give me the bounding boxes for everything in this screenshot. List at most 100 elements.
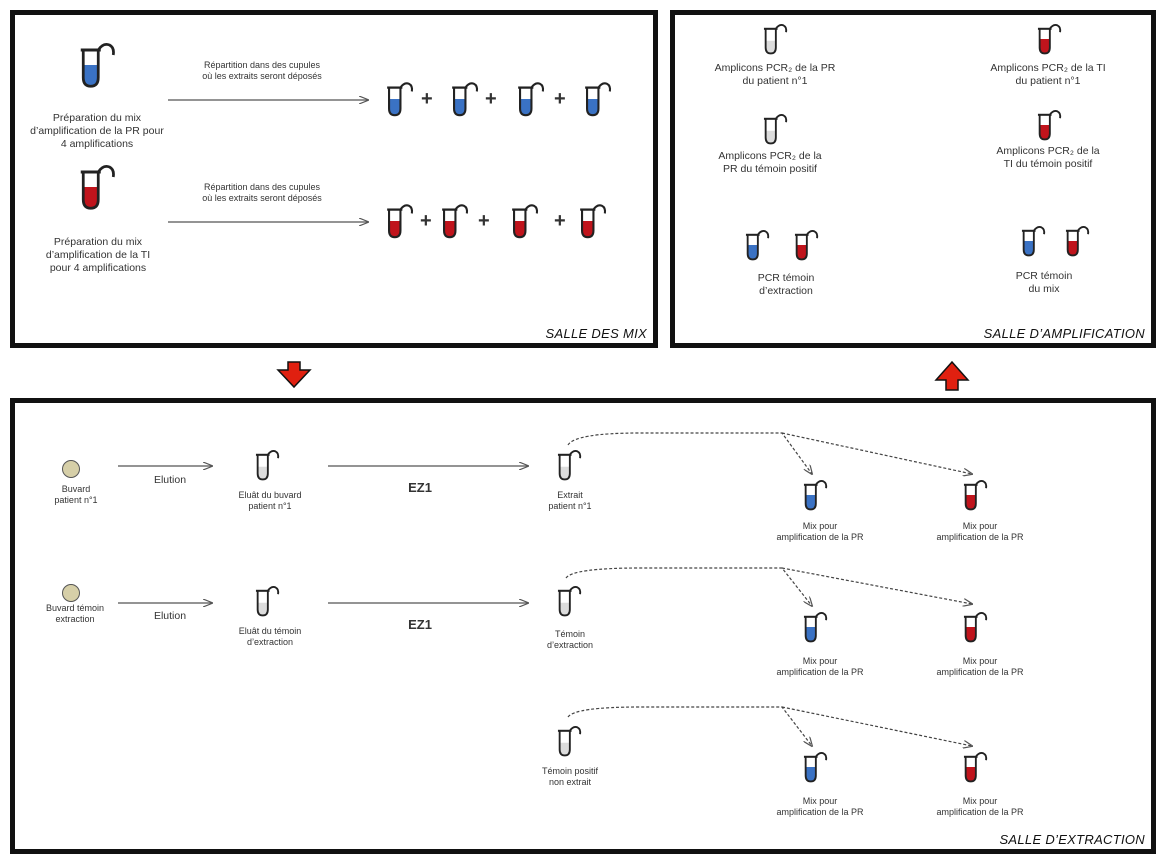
dash-arrow-patient-pr [567, 432, 812, 474]
tube-amp-pr-patient-icon [762, 22, 788, 56]
dash-arrow-temoin-pr [565, 567, 812, 606]
tube-amp-pr-temoin-icon [762, 112, 788, 146]
mix-pr-line2: amplification de la PR [776, 532, 864, 543]
pcr-extraction-line1: PCR témoin [757, 272, 815, 284]
ez1-label-temoin: EZ1 [408, 617, 432, 632]
tube-ti-cupule-icon [385, 202, 414, 240]
dash-arrow-positif-pr [567, 706, 812, 746]
mix-pr-line1: Mix pour [802, 796, 838, 806]
plus-sign: + [554, 210, 566, 232]
tube-pcr-mix-ti-icon [1064, 224, 1090, 258]
mix-pr-label: Mix pour amplification de la PR [915, 521, 1045, 544]
dash-arrow-patient-ti [781, 432, 972, 474]
tube-extrait-patient-icon [556, 448, 582, 482]
eluat-patient-line2: patient n°1 [248, 501, 292, 512]
pr-prep-line1: Préparation du mix [52, 112, 142, 124]
buvard-patient-line1: Buvard [61, 484, 91, 494]
ti-prep-line3: pour 4 amplifications [49, 262, 147, 275]
plus-sign: + [485, 88, 497, 110]
mix-pr-line2: amplification de la PR [776, 807, 864, 818]
tube-ti-cupule-icon [510, 202, 539, 240]
extraction-room-label: SALLE D’EXTRACTION [999, 832, 1145, 847]
mix-pr-line2: amplification de la PR [776, 667, 864, 678]
amplification-room: SALLE D’AMPLIFICATION [670, 10, 1156, 348]
red-down-arrow [276, 361, 312, 389]
repartition-pr-line2: où les extraits seront déposés [202, 71, 322, 82]
buvard-temoin-line2: extraction [55, 614, 95, 625]
buvard-patient-label: Buvard patient n°1 [36, 484, 116, 507]
repartition-label-pr: Répartition dans des cupules où les extr… [172, 60, 352, 83]
ti-prep-label: Préparation du mix d’amplification de la… [18, 236, 178, 275]
amplification-room-label: SALLE D’AMPLIFICATION [983, 326, 1145, 341]
mix-pr-line2: amplification de la PR [936, 667, 1024, 678]
tube-mix-pr-icon [802, 610, 828, 644]
pcr-mix-label: PCR témoin du mix [994, 270, 1094, 296]
mix-room: SALLE DES MIX [10, 10, 658, 348]
temoin-extraction-line2: d’extraction [546, 640, 594, 651]
buvard-patient-line2: patient n°1 [54, 495, 98, 506]
amp-ti-patient-line1: Amplicons PCR₂ de la TI [990, 62, 1106, 74]
pcr-extraction-line2: d’extraction [759, 285, 813, 298]
buvard-temoin-line1: Buvard témoin [45, 603, 105, 613]
mix-pr-line1: Mix pour [802, 521, 838, 531]
repartition-label-ti: Répartition dans des cupules où les extr… [172, 182, 352, 205]
tube-mix-pr-icon [802, 750, 828, 784]
pr-prep-label: Préparation du mix d’amplification de la… [12, 112, 182, 151]
tube-mix-ti-icon [962, 478, 988, 512]
mix-pr-label: Mix pour amplification de la PR [755, 656, 885, 679]
mix-pr-line2: amplification de la PR [936, 532, 1024, 543]
mix-pr-label: Mix pour amplification de la PR [915, 796, 1045, 819]
temoin-positif-line1: Témoin positif [541, 766, 599, 776]
amp-ti-patient-label: Amplicons PCR₂ de la TI du patient n°1 [968, 62, 1128, 88]
tube-ti-cupule-icon [440, 202, 469, 240]
amp-ti-temoin-label: Amplicons PCR₂ de la TI du témoin positi… [968, 145, 1128, 171]
tube-ti-cupule-icon [578, 202, 607, 240]
temoin-positif-line2: non extrait [548, 777, 592, 788]
amp-ti-patient-line2: du patient n°1 [1015, 75, 1081, 88]
repartition-pr-line1: Répartition dans des cupules [203, 60, 321, 70]
buvard-temoin-disc [62, 584, 80, 602]
mix-pr-label: Mix pour amplification de la PR [755, 521, 885, 544]
red-up-arrow [934, 360, 970, 391]
buvard-temoin-label: Buvard témoin extraction [30, 603, 120, 626]
elution-label-temoin: Elution [153, 610, 187, 622]
amp-pr-patient-label: Amplicons PCR₂ de la PR du patient n°1 [695, 62, 855, 88]
dash-arrow-positif-ti [781, 706, 972, 746]
tube-mix-ti-icon [962, 610, 988, 644]
mix-pr-line1: Mix pour [802, 656, 838, 666]
tube-pr-cupule-icon [583, 80, 612, 118]
mix-pr-label: Mix pour amplification de la PR [755, 796, 885, 819]
amp-ti-temoin-line1: Amplicons PCR₂ de la [996, 145, 1100, 157]
eluat-temoin-label: Eluât du témoin d’extraction [220, 626, 320, 649]
eluat-patient-label: Eluât du buvard patient n°1 [220, 490, 320, 513]
extrait-patient-line1: Extrait [557, 490, 583, 500]
tube-pr-cupule-icon [385, 80, 414, 118]
plus-sign: + [421, 88, 433, 110]
plus-sign: + [420, 210, 432, 232]
repartition-ti-line1: Répartition dans des cupules [203, 182, 321, 192]
amp-pr-temoin-line1: Amplicons PCR₂ de la [718, 150, 822, 162]
amp-ti-temoin-line2: TI du témoin positif [1003, 158, 1093, 171]
tube-mix-pr-icon [802, 478, 828, 512]
eluat-temoin-line1: Eluât du témoin [238, 626, 302, 636]
eluat-patient-line1: Eluât du buvard [238, 490, 302, 500]
dash-arrow-temoin-ti [781, 567, 972, 604]
tube-mix-ti-icon [962, 750, 988, 784]
tube-temoin-extraction-icon [556, 584, 582, 618]
mix-pr-line1: Mix pour [962, 656, 998, 666]
plus-sign: + [554, 88, 566, 110]
amp-pr-patient-line2: du patient n°1 [742, 75, 808, 88]
elution-label-patient: Elution [153, 474, 187, 486]
pcr-mix-line1: PCR témoin [1015, 270, 1073, 282]
extrait-patient-line2: patient n°1 [548, 501, 592, 512]
amp-pr-patient-line1: Amplicons PCR₂ de la PR [714, 62, 836, 74]
temoin-positif-label: Témoin positif non extrait [520, 766, 620, 789]
plus-sign: + [478, 210, 490, 232]
tube-pcr-extraction-pr-icon [744, 228, 770, 262]
temoin-extraction-line1: Témoin [554, 629, 585, 639]
ti-prep-line2: d’amplification de la TI [45, 249, 151, 262]
tube-pr-cupule-icon [450, 80, 479, 118]
mix-pr-line1: Mix pour [962, 796, 998, 806]
tube-eluat-temoin-icon [254, 584, 280, 618]
